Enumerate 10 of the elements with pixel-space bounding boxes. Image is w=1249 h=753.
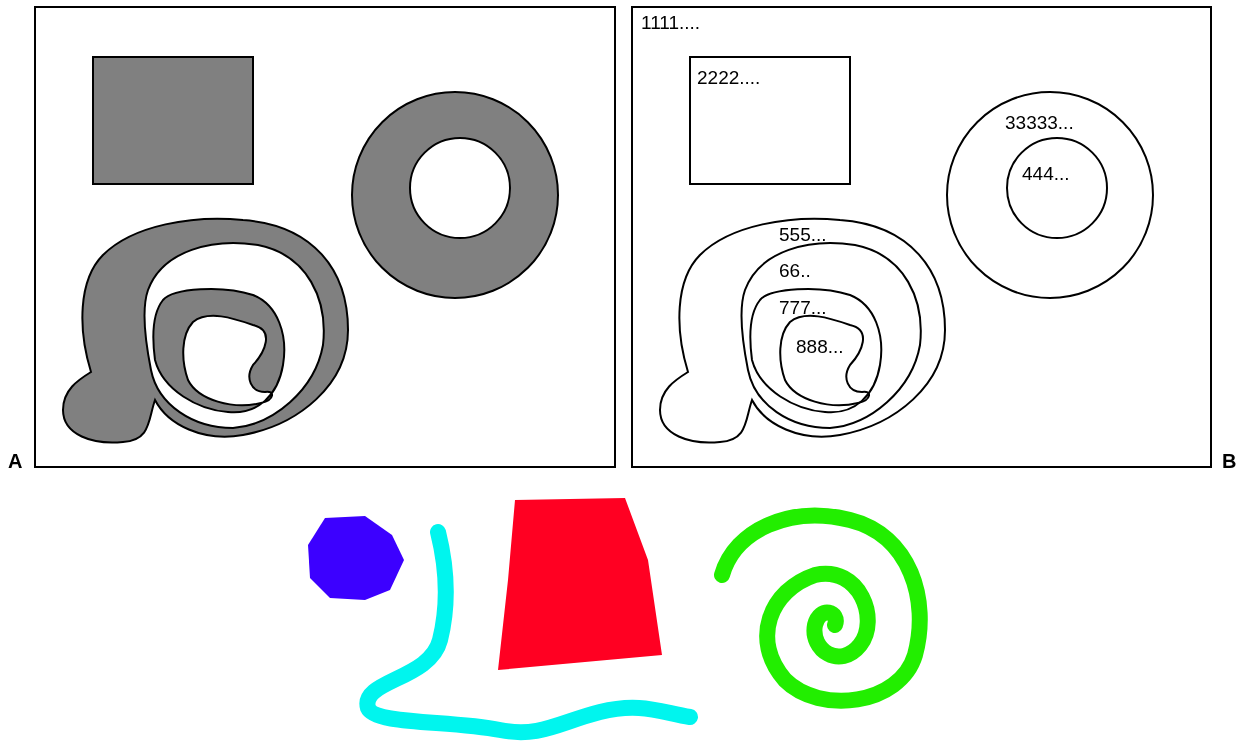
node-label: 2222.... xyxy=(697,67,761,89)
node-label: 888... xyxy=(796,336,844,358)
node-label: 777... xyxy=(779,297,827,319)
panel-letter: B xyxy=(1222,450,1237,473)
node-label: 33333... xyxy=(1005,112,1074,134)
node-label: 555... xyxy=(779,224,827,246)
panel-letter: A xyxy=(8,450,23,473)
node-label: 444... xyxy=(1022,163,1070,185)
node-label: 1111.... xyxy=(641,12,701,34)
node-label: 66.. xyxy=(779,260,811,282)
